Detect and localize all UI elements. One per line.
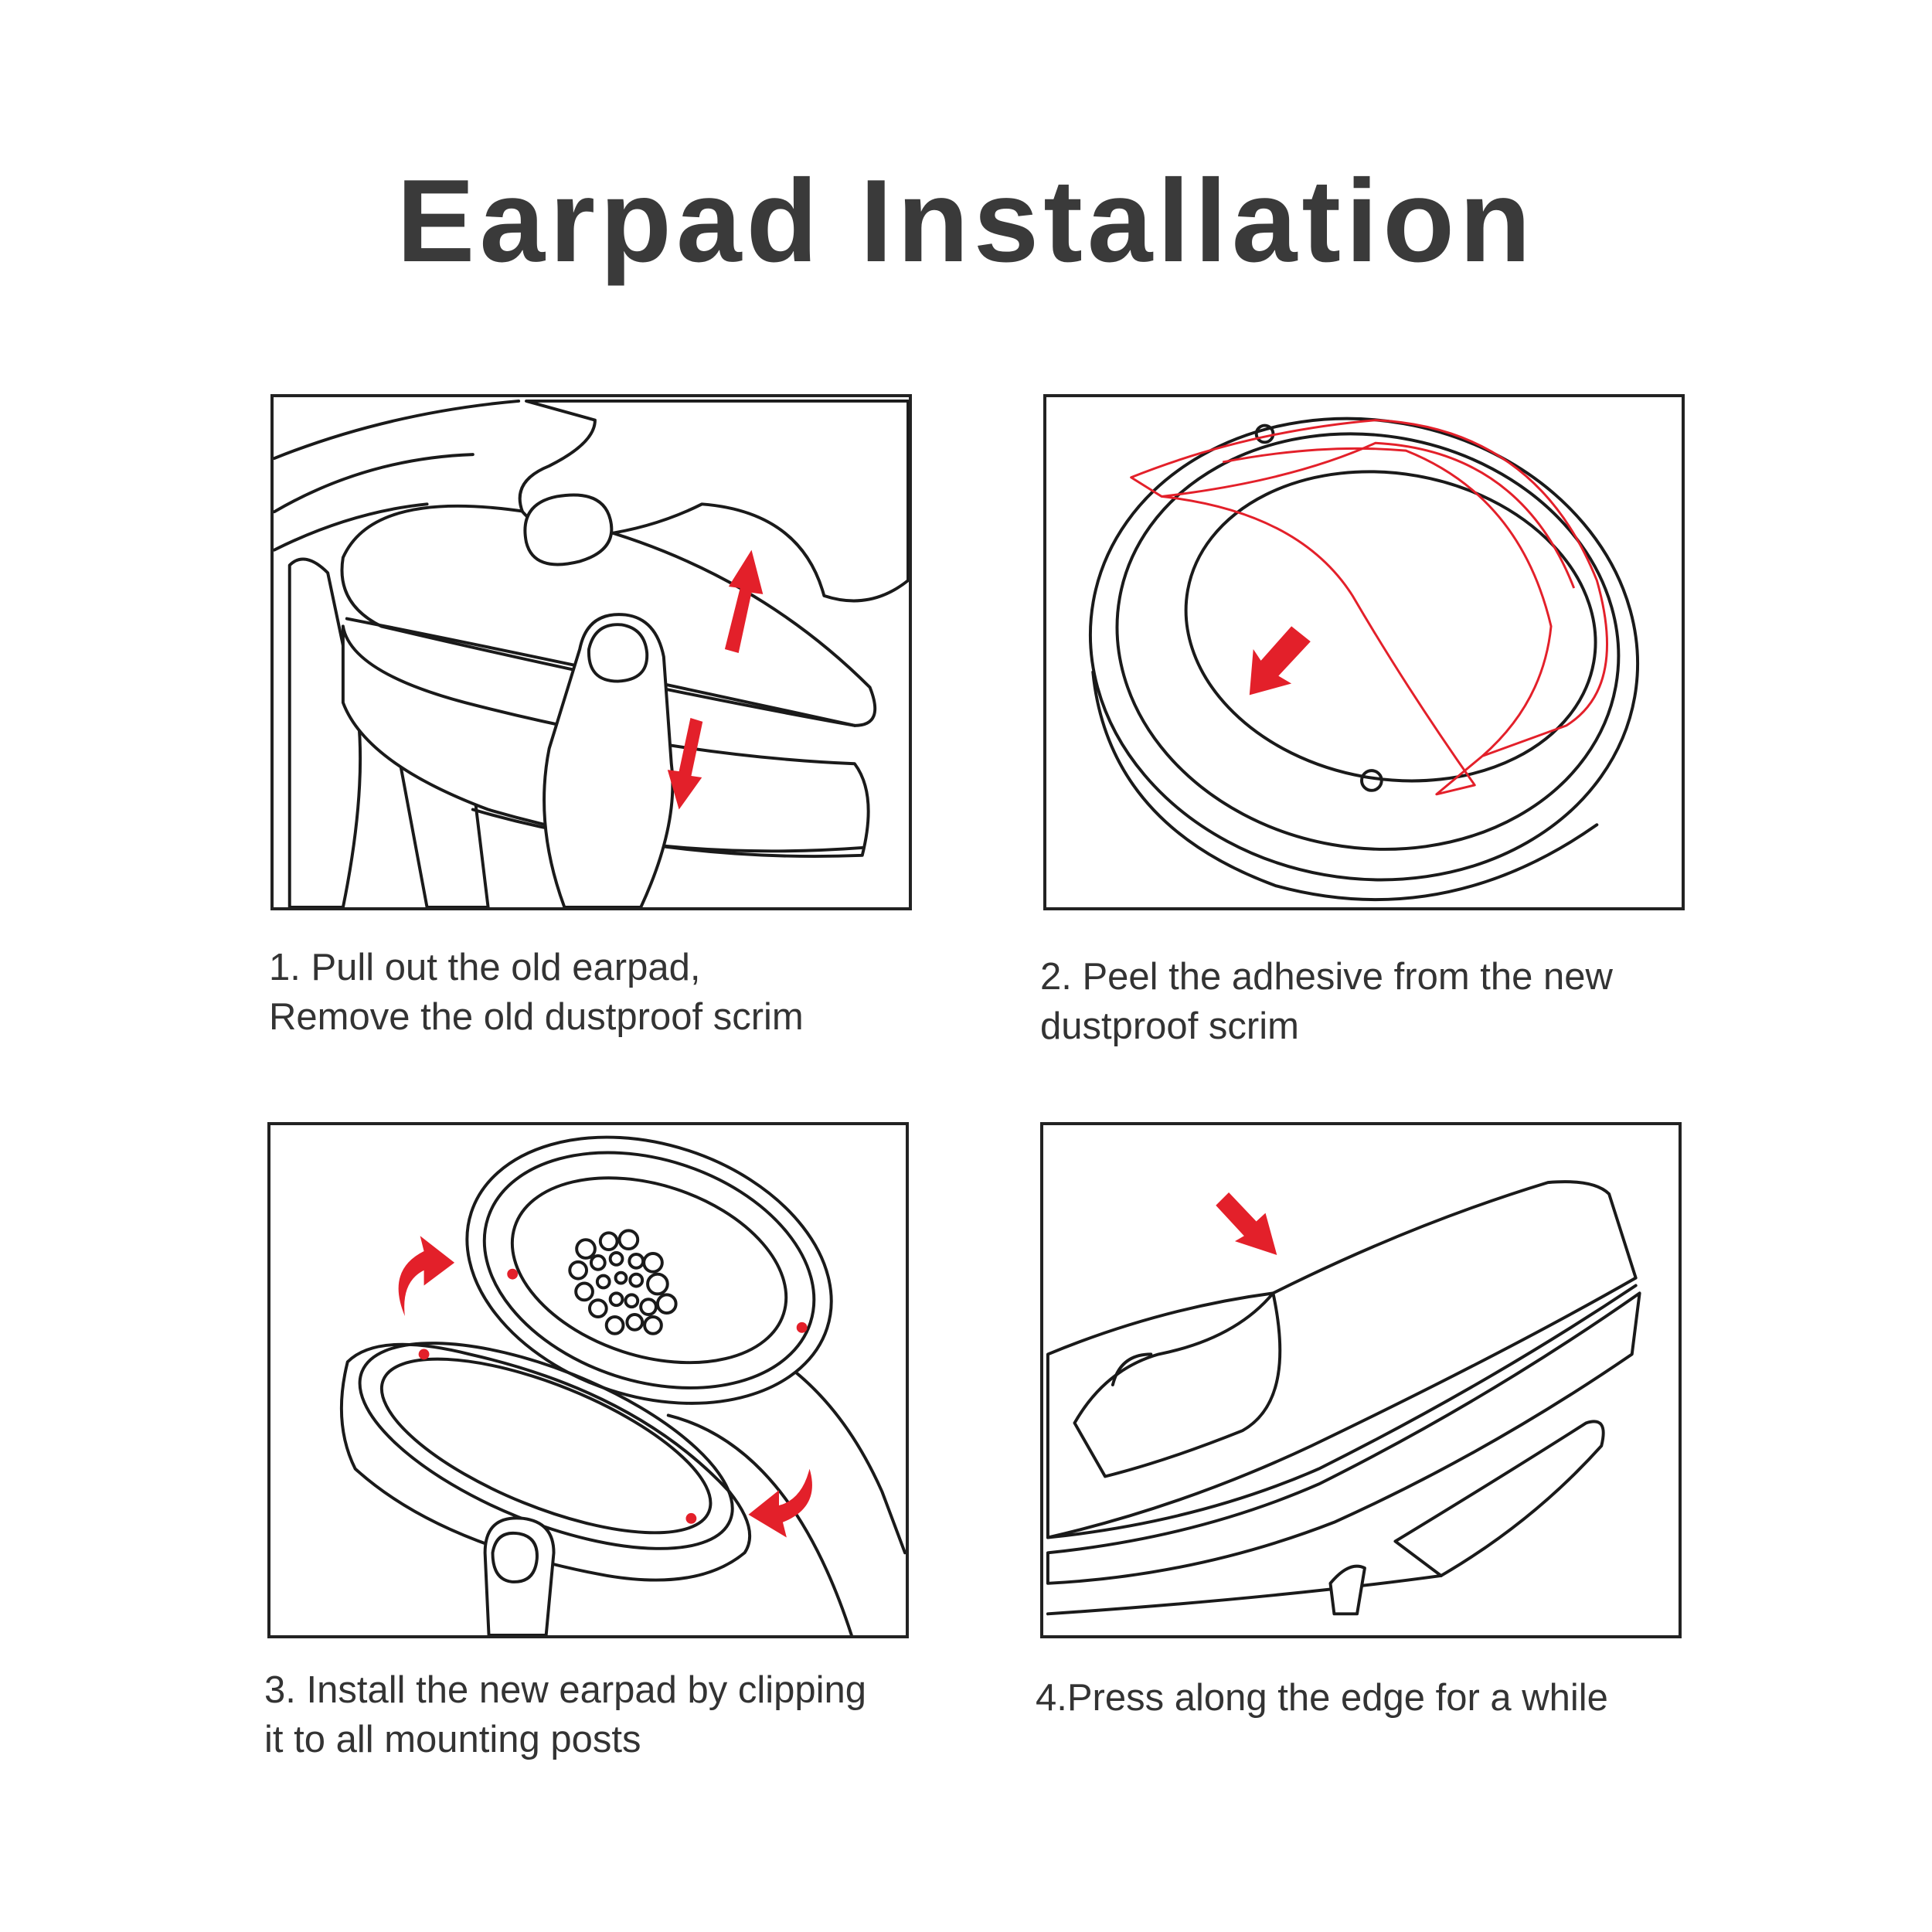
curved-arrow-icon [748, 1468, 812, 1538]
caption-line: it to all mounting posts [264, 1719, 641, 1760]
step-3-illustration [267, 1122, 909, 1638]
step-2-illustration [1043, 394, 1685, 910]
caption-line: 1. Pull out the old earpad, [269, 947, 701, 988]
arrow-down-right-icon [1216, 1192, 1277, 1255]
step-4-illustration [1040, 1122, 1682, 1638]
step-1-drawing [274, 399, 909, 907]
step-4-caption: 4.Press along the edge for a while [1036, 1673, 1608, 1723]
arrow-down-icon [667, 717, 703, 810]
step-1-caption: 1. Pull out the old earpad, Remove the o… [269, 943, 804, 1042]
step-2-drawing [1088, 417, 1640, 902]
arrow-down-left-icon [1249, 626, 1311, 696]
step-1-illustration [270, 394, 912, 910]
caption-line: Remove the old dustproof scrim [269, 996, 804, 1038]
step-2-caption: 2. Peel the adhesive from the new dustpr… [1040, 952, 1613, 1051]
page-title: Earpad Installation [396, 155, 1536, 287]
caption-line: 2. Peel the adhesive from the new [1040, 956, 1613, 998]
caption-line: dustproof scrim [1040, 1005, 1299, 1047]
caption-line: 3. Install the new earpad by clipping [264, 1669, 867, 1711]
step-4-drawing [1046, 1180, 1641, 1616]
caption-line: 4.Press along the edge for a while [1036, 1677, 1608, 1719]
arrow-up-icon [724, 549, 764, 653]
step-3-drawing [339, 1135, 906, 1635]
curved-arrow-icon [398, 1236, 455, 1317]
step-3-caption: 3. Install the new earpad by clipping it… [264, 1665, 866, 1764]
